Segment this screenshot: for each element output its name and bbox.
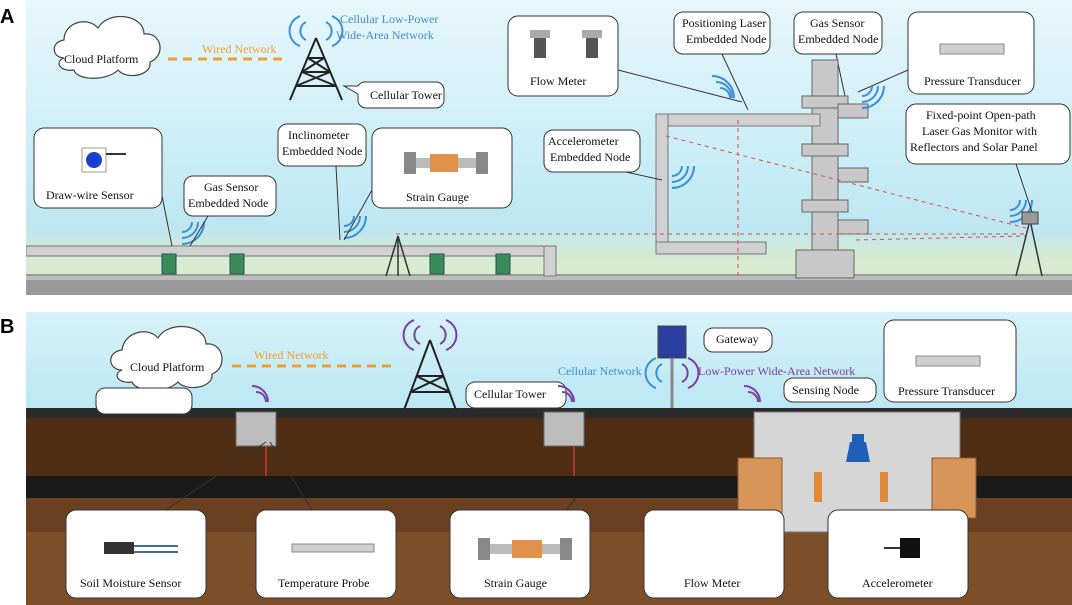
wireless-signal-icon (402, 319, 458, 351)
cloud-platform-label: Cloud Platform (64, 52, 139, 66)
laser-monitor-label-1: Fixed-point Open-path (926, 108, 1036, 122)
panel-a-aboveground-pipeline: Cloud Platform Wired Network Cellular Lo… (26, 0, 1072, 295)
cloud-icon (53, 15, 161, 79)
flow-meter-label: Flow Meter (530, 74, 587, 88)
strain-gauge-b-label: Strain Gauge (484, 576, 547, 590)
pressure-transducer-label: Pressure Transducer (924, 74, 1021, 88)
strain-gauge-a-label: Strain Gauge (406, 190, 469, 204)
wireless-signal-icon (288, 15, 344, 47)
gas-sensor-top-label-2: Embedded Node (798, 32, 879, 46)
laser-monitor-label-2: Laser Gas Monitor with (922, 124, 1037, 138)
positioning-laser-label-2: Embedded Node (686, 32, 767, 46)
accelerometer-label-1: Accelerometer (548, 134, 619, 148)
cellular-tower-label: Cellular Tower (370, 88, 442, 102)
cloud-platform-b-label: Cloud Platform (130, 360, 205, 374)
panel-b-underground-pipeline: Cloud Platform Wired Network Cellular To… (26, 312, 1072, 605)
draw-wire-sensor-label: Draw-wire Sensor (46, 188, 134, 202)
sensing-node-label: Sensing Node (792, 383, 859, 397)
valve-icon (846, 442, 870, 462)
cellular-lpwan-label-1: Cellular Low-Power (340, 12, 439, 26)
laser-monitor-label-3: Reflectors and Solar Panel (910, 140, 1038, 154)
gateway-label: Gateway (716, 332, 759, 346)
cellular-tower-icon (403, 339, 457, 411)
inclinometer-label-2: Embedded Node (282, 144, 363, 158)
cellular-network-label: Cellular Network (558, 364, 642, 378)
accelerometer-b-label: Accelerometer (862, 576, 933, 590)
inclinometer-label-1: Inclinometer (288, 128, 350, 142)
cellular-tower-b-label: Cellular Tower (474, 387, 546, 401)
gas-sensor-left-label-1: Gas Sensor (204, 180, 259, 194)
panel-b-label: B (0, 316, 15, 338)
pressure-transducer-b-label: Pressure Transducer (898, 384, 995, 398)
panel-a-scene (26, 11, 1072, 295)
wireless-signal-icon (251, 357, 761, 403)
positioning-laser-label-1: Positioning Laser (682, 16, 767, 30)
lpwan-label: Low-Power Wide-Area Network (698, 364, 856, 378)
cellular-tower-icon (289, 37, 343, 101)
solar-panel-icon (657, 325, 687, 359)
soil-moisture-label: Soil Moisture Sensor (80, 576, 182, 590)
gas-sensor-top-label-1: Gas Sensor (810, 16, 865, 30)
panel-a-label: A (0, 6, 15, 28)
temperature-probe-label: Temperature Probe (278, 576, 370, 590)
wireless-signal-icon (644, 357, 663, 389)
wireless-signal-icon (181, 75, 1033, 245)
wellhead-structure (795, 59, 869, 279)
cellular-lpwan-label-2: Wide-Area Network (336, 28, 434, 42)
gas-sensor-left-label-2: Embedded Node (188, 196, 269, 210)
panel-b-scene (26, 319, 1072, 605)
accelerometer-label-2: Embedded Node (550, 150, 631, 164)
cloud-icon (110, 325, 223, 391)
flow-meter-b-label: Flow Meter (684, 576, 741, 590)
wired-network-b-label: Wired Network (254, 348, 329, 362)
wired-network-label: Wired Network (202, 42, 277, 56)
